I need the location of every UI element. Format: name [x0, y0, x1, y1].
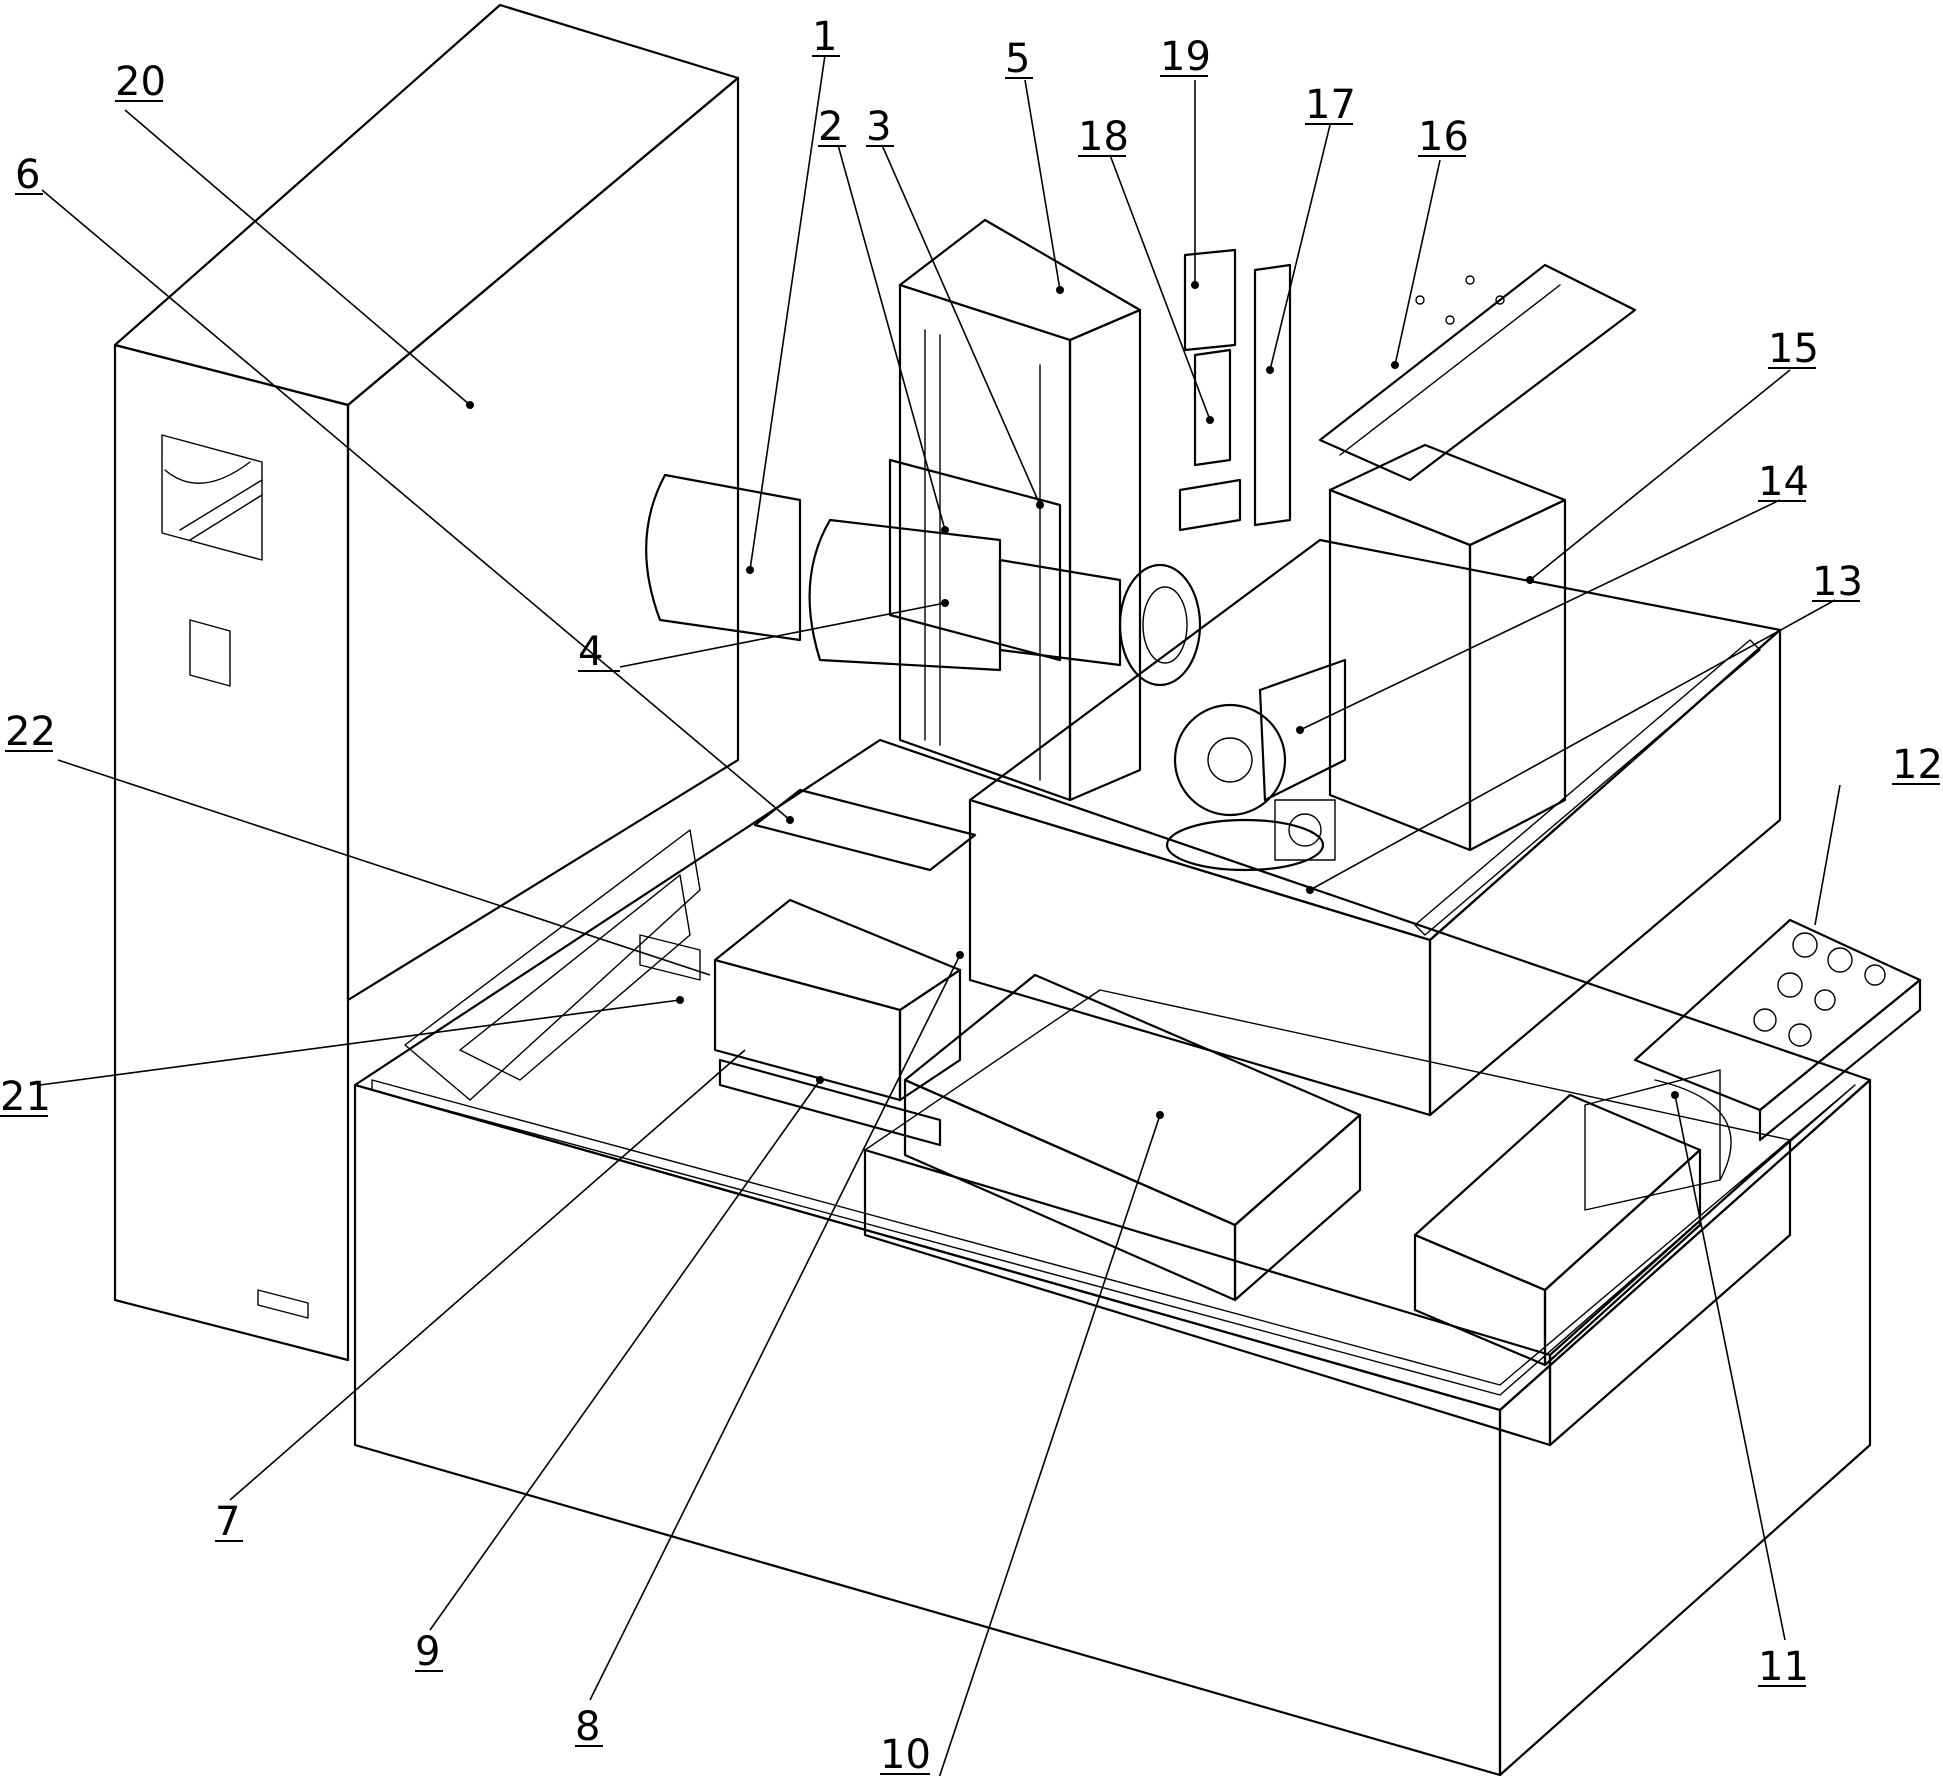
machine-bed [863, 538, 1792, 1447]
control-panel [1633, 918, 1922, 1142]
label-5: 5 [1005, 36, 1030, 82]
column-15 [1328, 443, 1567, 852]
label-7: 7 [215, 1499, 240, 1545]
label-12: 12 [1892, 742, 1943, 788]
grinding-head [1165, 658, 1347, 872]
label-10: 10 [880, 1732, 931, 1776]
work-table [903, 973, 1702, 1367]
label-13: 13 [1812, 559, 1863, 605]
machine-base [353, 738, 1872, 1776]
label-21: 21 [0, 1074, 51, 1120]
vertical-slide [1178, 248, 1292, 532]
callout-labels: 1 2 3 4 5 6 7 8 9 10 11 12 13 14 15 16 1… [0, 14, 1943, 1776]
label-9: 9 [415, 1629, 440, 1675]
label-22: 22 [5, 709, 56, 755]
label-18: 18 [1078, 114, 1129, 160]
label-3: 3 [866, 104, 891, 150]
label-8: 8 [575, 1704, 600, 1750]
label-11: 11 [1758, 1644, 1809, 1690]
column-5 [898, 218, 1142, 802]
label-4: 4 [578, 629, 603, 675]
label-20: 20 [115, 59, 166, 105]
marker-dots [466, 281, 1679, 1119]
label-2: 2 [818, 104, 843, 150]
leader-lines [39, 54, 1841, 1776]
label-19: 19 [1160, 34, 1211, 80]
left-fixture [639, 788, 977, 1147]
label-1: 1 [812, 14, 837, 60]
electrical-cabinet [113, 3, 740, 1362]
label-17: 17 [1305, 82, 1356, 128]
label-16: 16 [1418, 114, 1469, 160]
gantry-plate [1318, 263, 1637, 482]
spindle-assembly [645, 458, 1202, 687]
label-6: 6 [15, 152, 40, 198]
label-14: 14 [1758, 459, 1809, 505]
label-15: 15 [1768, 326, 1819, 372]
